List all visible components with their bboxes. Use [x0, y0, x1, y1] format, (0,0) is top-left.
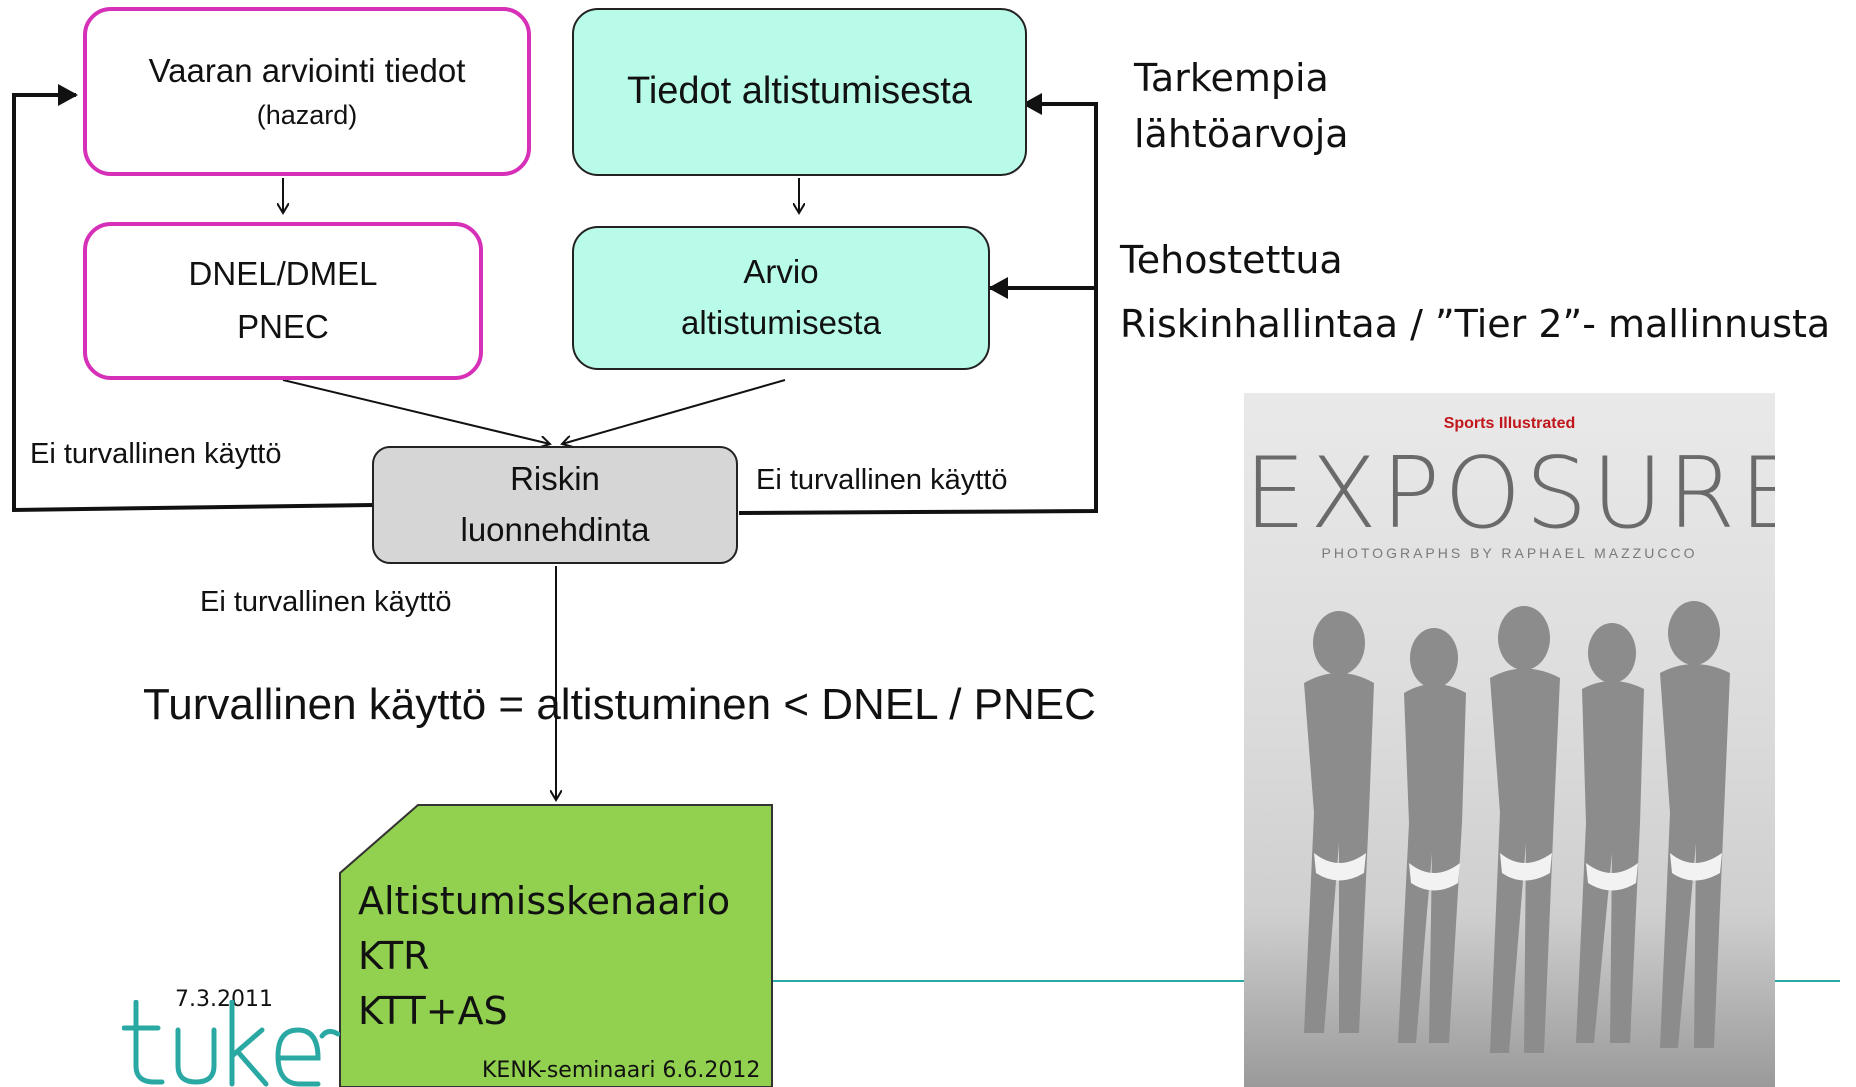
label-more-inputs-1: Tarkempia	[1134, 56, 1329, 100]
risk-characterisation-box: Riskin luonnehdinta	[372, 446, 738, 564]
scenario-card-shape	[339, 804, 773, 1087]
label-enhanced-1: Tehostettua	[1120, 238, 1343, 282]
scenario-line2: KTR	[358, 934, 430, 979]
label-unsafe-right: Ei turvallinen käyttö	[756, 464, 1008, 496]
footer-date: 7.3.2011	[175, 987, 273, 1012]
feedback-loop-right	[738, 93, 1098, 515]
label-unsafe-left: Ei turvallinen käyttö	[30, 438, 282, 470]
cover-brand: Sports Illustrated	[1443, 415, 1576, 432]
label-more-inputs-2: lähtöarvoja	[1134, 112, 1349, 156]
cover-subtitle: PHOTOGRAPHS BY RAPHAEL MAZZUCCO	[1321, 545, 1698, 561]
safe-use-equation: Turvallinen käyttö = altistuminen < DNEL…	[143, 680, 1096, 729]
cover-title: EXPOSURE	[1244, 437, 1775, 551]
hazard-data-box: Vaaran arviointi tiedot (hazard)	[83, 7, 531, 176]
arrow-estimate-to-risk	[562, 379, 786, 444]
scenario-line1: Altistumisskenaario	[358, 879, 731, 923]
scenario-line3: KTT+AS	[358, 989, 508, 1034]
book-cover-image: Sports Illustrated EXPOSURE PHOTOGRAPHS …	[1244, 393, 1775, 1087]
footer-event: KENK-seminaari 6.6.2012	[482, 1058, 761, 1083]
scenario-text: Altistumisskenaario KTR KTT+AS	[358, 874, 730, 1039]
estimate-line2: altistumisesta	[681, 304, 881, 341]
risk-line1: Riskin	[510, 460, 600, 498]
exposure-estimate-box: Arvio altistumisesta	[572, 226, 990, 370]
tukes-logo	[122, 1000, 340, 1087]
hazard-title: Vaaran arviointi tiedot	[148, 51, 466, 89]
risk-line2: luonnehdinta	[460, 511, 650, 548]
hazard-subtitle: (hazard)	[256, 100, 358, 131]
feedback-loop-left	[12, 84, 374, 513]
exposure-data-box: Tiedot altistumisesta	[572, 8, 1027, 176]
label-enhanced-2: Riskinhallintaa / ”Tier 2”- mallinnusta	[1120, 302, 1831, 346]
exposure-data-label: Tiedot altistumisesta	[627, 70, 972, 113]
estimate-line1: Arvio	[743, 253, 819, 291]
arrow-dnel-to-risk	[282, 379, 550, 444]
dnel-line2: PNEC	[237, 308, 329, 345]
label-unsafe-below: Ei turvallinen käyttö	[200, 586, 452, 618]
cover-photo-figures	[1304, 601, 1730, 1053]
dnel-line1: DNEL/DMEL	[188, 255, 378, 293]
dnel-box: DNEL/DMEL PNEC	[83, 222, 483, 380]
